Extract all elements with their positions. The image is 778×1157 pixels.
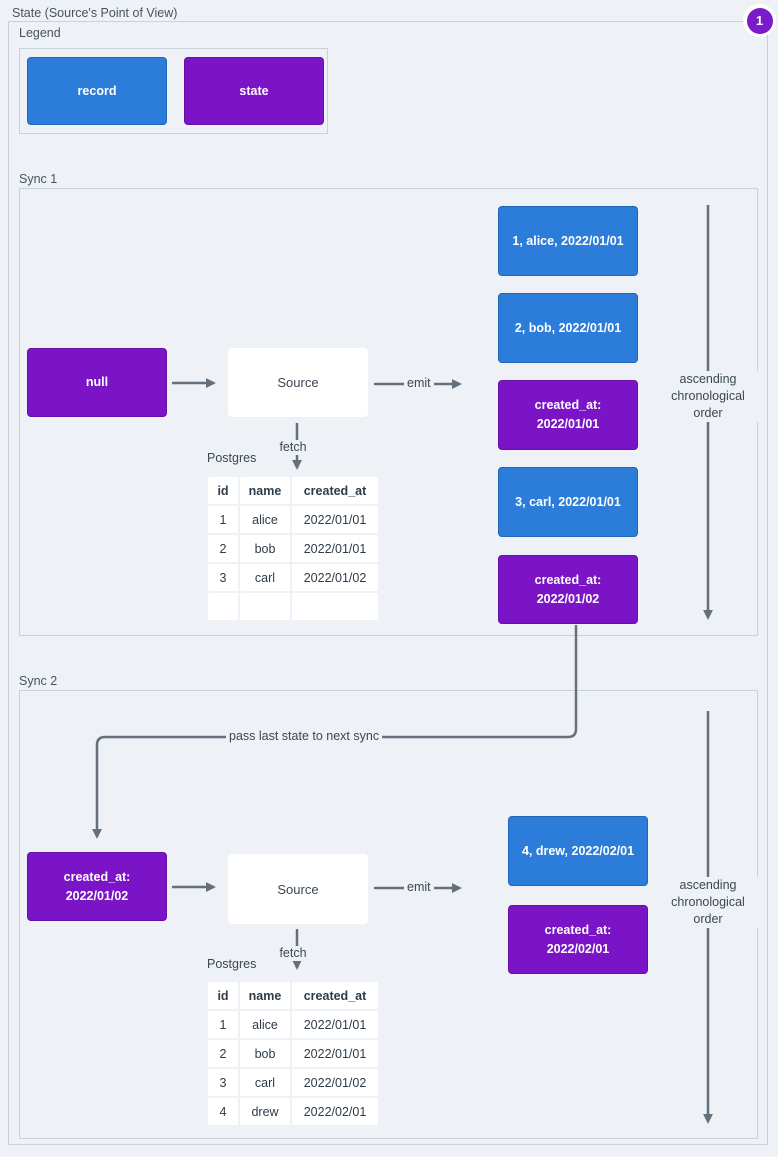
sync1-postgres-label: Postgres <box>207 451 257 465</box>
sync2-record-block: 4, drew, 2022/02/01 <box>508 816 648 886</box>
cell-id: 2 <box>208 535 238 562</box>
sync1-label: Sync 1 <box>19 172 58 186</box>
sync2-postgres-table: id name created_at 1 alice 2022/01/01 2 … <box>206 980 380 1127</box>
table-header-row: id name created_at <box>208 982 378 1009</box>
legend-record-block: record <box>27 57 167 125</box>
cell-created-at: 2022/02/01 <box>292 1098 378 1125</box>
cell-created-at: 2022/01/01 <box>292 1040 378 1067</box>
table-row: 4 drew 2022/02/01 <box>208 1098 378 1125</box>
sync1-record-block: 2, bob, 2022/01/01 <box>498 293 638 363</box>
cell-name: alice <box>240 1011 290 1038</box>
cell-id: 3 <box>208 564 238 591</box>
column-header-id: id <box>208 477 238 504</box>
cell-id: 1 <box>208 1011 238 1038</box>
legend-state-block: state <box>184 57 324 125</box>
cell-id: 1 <box>208 506 238 533</box>
sync2-emit-label: emit <box>404 880 434 895</box>
cell-name: bob <box>240 1040 290 1067</box>
sync2-ascending-order-note: ascending chronological order <box>657 877 759 928</box>
column-header-id: id <box>208 982 238 1009</box>
sync2-input-state-block: created_at: 2022/01/02 <box>27 852 167 921</box>
column-header-created-at: created_at <box>292 982 378 1009</box>
cell-created-at <box>292 593 378 620</box>
sync1-source-block: Source <box>228 348 368 417</box>
sync1-state-block: created_at: 2022/01/01 <box>498 380 638 450</box>
column-header-name: name <box>240 477 290 504</box>
cell-name <box>240 593 290 620</box>
column-header-name: name <box>240 982 290 1009</box>
sync1-postgres-table: id name created_at 1 alice 2022/01/01 2 … <box>206 475 380 622</box>
cell-created-at: 2022/01/02 <box>292 1069 378 1096</box>
annotation-badge-1: 1 <box>746 7 773 34</box>
legend-label: Legend <box>19 26 61 40</box>
table-row: 2 bob 2022/01/01 <box>208 1040 378 1067</box>
cell-id: 4 <box>208 1098 238 1125</box>
annotation-badge-ring: 1 <box>743 4 776 37</box>
legend-frame <box>19 48 328 134</box>
sync1-ascending-order-note: ascending chronological order <box>657 371 759 422</box>
sync2-state-block: created_at: 2022/02/01 <box>508 905 648 974</box>
sync2-label: Sync 2 <box>19 674 58 688</box>
table-row-empty <box>208 593 378 620</box>
cell-name: drew <box>240 1098 290 1125</box>
cell-id: 3 <box>208 1069 238 1096</box>
table-row: 1 alice 2022/01/01 <box>208 1011 378 1038</box>
cell-id: 2 <box>208 1040 238 1067</box>
table-row: 1 alice 2022/01/01 <box>208 506 378 533</box>
cell-name: carl <box>240 1069 290 1096</box>
page-title: State (Source's Point of View) <box>12 6 178 20</box>
cell-name: carl <box>240 564 290 591</box>
outer-frame <box>8 21 768 1145</box>
sync2-source-block: Source <box>228 854 368 924</box>
table-row: 3 carl 2022/01/02 <box>208 564 378 591</box>
cell-name: bob <box>240 535 290 562</box>
sync1-record-block: 3, carl, 2022/01/01 <box>498 467 638 537</box>
cell-created-at: 2022/01/02 <box>292 564 378 591</box>
table-row: 2 bob 2022/01/01 <box>208 535 378 562</box>
table-header-row: id name created_at <box>208 477 378 504</box>
sync1-emit-label: emit <box>404 376 434 391</box>
pass-last-state-label: pass last state to next sync <box>226 729 383 744</box>
sync1-state-block: created_at: 2022/01/02 <box>498 555 638 624</box>
sync2-fetch-label: fetch <box>274 946 312 961</box>
sync1-input-state-block: null <box>27 348 167 417</box>
table-row: 3 carl 2022/01/02 <box>208 1069 378 1096</box>
sync1-fetch-label: fetch <box>274 440 312 455</box>
cell-created-at: 2022/01/01 <box>292 535 378 562</box>
cell-name: alice <box>240 506 290 533</box>
sync2-postgres-label: Postgres <box>207 957 257 971</box>
cell-created-at: 2022/01/01 <box>292 506 378 533</box>
cell-created-at: 2022/01/01 <box>292 1011 378 1038</box>
cell-id <box>208 593 238 620</box>
sync1-record-block: 1, alice, 2022/01/01 <box>498 206 638 276</box>
column-header-created-at: created_at <box>292 477 378 504</box>
